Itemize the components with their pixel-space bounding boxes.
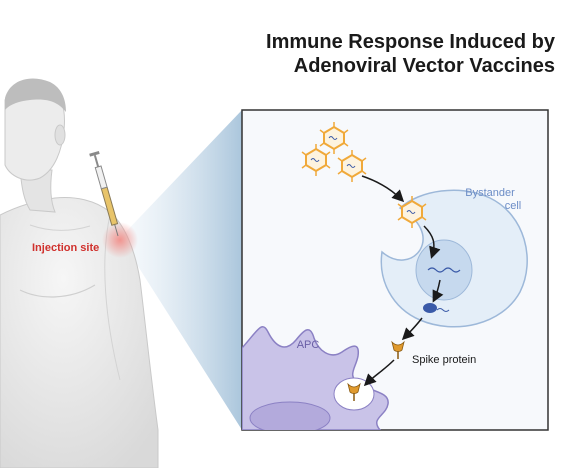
arrow-virus-to-cell (361, 175, 405, 203)
ribosome-icon (423, 303, 450, 313)
bystander-cell-label-line2: cell (505, 200, 522, 212)
injection-site-marker (102, 222, 138, 258)
human-figure (0, 78, 159, 468)
spike-protein-icon (391, 340, 405, 359)
adenovirus-icon (301, 144, 331, 176)
arrow-ribosome-to-spike (401, 317, 423, 341)
injection-site-label: Injection site (32, 242, 99, 254)
adenovirus-icon (397, 196, 427, 228)
adenovirus-icon (319, 122, 349, 154)
adenovirus-icon (337, 150, 367, 182)
arrow-nucleus-to-ribosome (432, 279, 444, 303)
title-line-1: Immune Response Induced by (266, 31, 555, 53)
syringe-icon (89, 150, 119, 237)
bystander-cell (380, 189, 528, 328)
apc-label: APC (297, 339, 320, 351)
arrow-cell-to-nucleus (423, 225, 441, 259)
apc-nucleus (249, 401, 331, 430)
bystander-cell-label-line1: Bystander (465, 187, 515, 199)
arrow-spike-to-apc (363, 359, 395, 387)
spike-protein-label: Spike protein (412, 354, 476, 366)
title-line-2: Adenoviral Vector Vaccines (293, 55, 555, 77)
diagram-title: Immune Response Induced by Adenoviral Ve… (215, 30, 555, 78)
spike-protein-icon (347, 382, 361, 401)
zoom-beam (120, 110, 242, 430)
